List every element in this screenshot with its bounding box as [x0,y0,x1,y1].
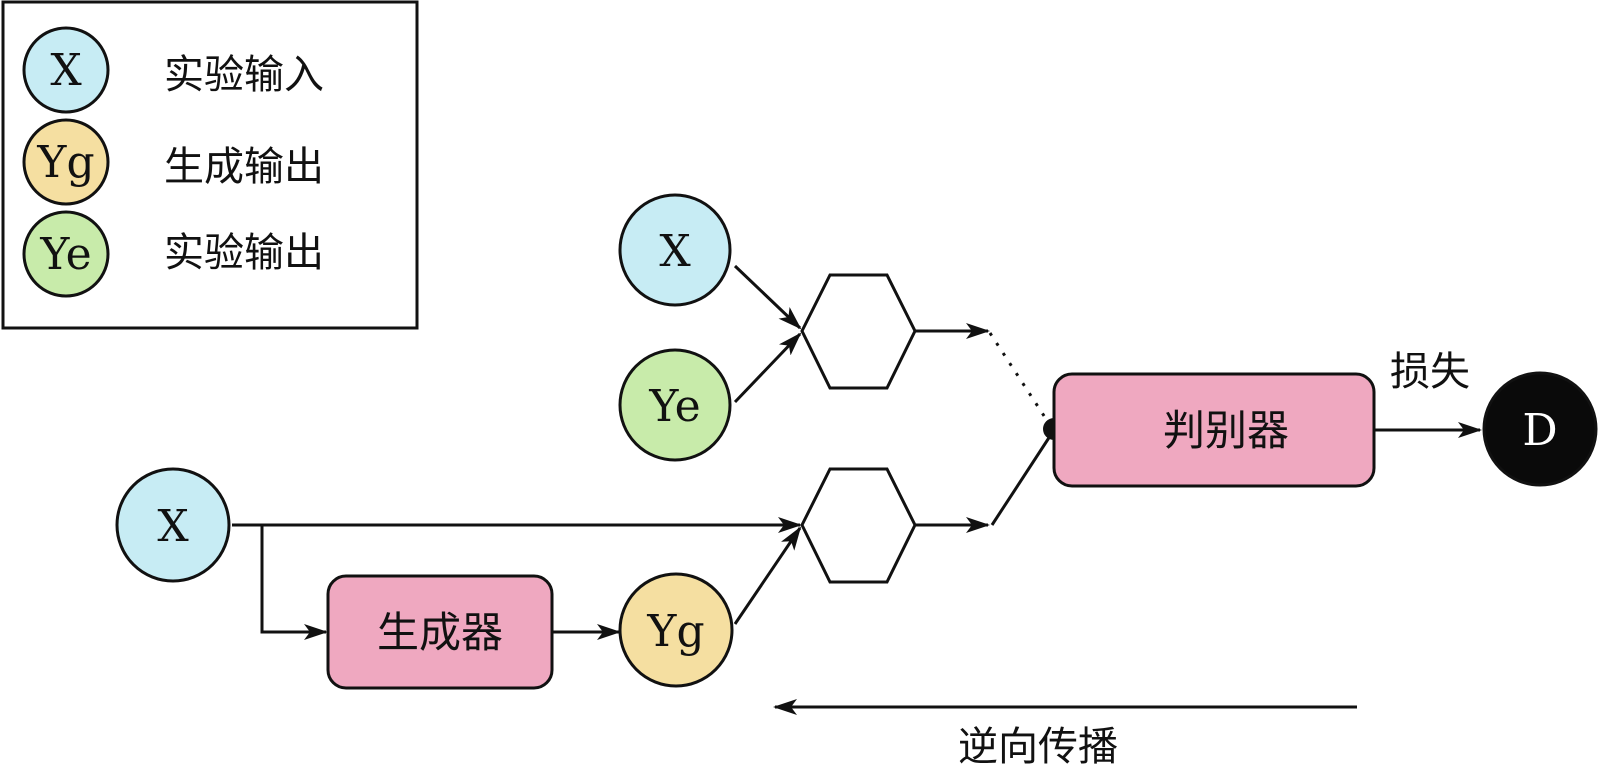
edge-x-to-generator [260,525,328,640]
x-main-label: X [157,501,189,552]
edge-switch-to-discriminator [990,429,1056,526]
input-swatch-circle [22,26,110,114]
upper-combiner-hexagon [800,273,917,390]
generated-swatch-circle [22,118,110,206]
backprop-label: 逆向传播 [958,724,1118,770]
legend-label-generated-output: 生成输出 [164,144,324,190]
ye-label: Ye [648,381,700,432]
d-output-circle [1482,371,1598,487]
experimental-swatch-circle [22,210,110,298]
discriminator-box [1052,372,1376,488]
node-d-output: D [1482,371,1598,487]
connectors [232,264,1482,715]
discriminator-label: 判别器 [1163,406,1289,455]
yg-circle [618,572,734,688]
loss-label: 损失 [1390,349,1470,395]
generator-label: 生成器 [377,608,503,657]
node-yg: Yg [618,572,734,688]
lower-combiner-hexagon [800,467,917,584]
edge-dotted-to-discriminator [988,332,1052,426]
legend-item-experimental: Ye 实验输出 [22,210,324,298]
yg-label: Yg [646,606,704,657]
legend-symbol-x: X [50,45,82,96]
legend-label-experimental-output: 实验输出 [164,230,324,276]
x-main-circle [115,467,231,583]
node-x-main: X [115,467,231,583]
generator-box [326,574,554,690]
discriminator-module: 判别器 [1052,372,1376,488]
node-ye: Ye [618,348,732,462]
generator-module: 生成器 [326,574,554,690]
node-x-top: X [618,193,732,307]
legend-symbol-ye: Ye [39,229,91,280]
legend-symbol-yg: Yg [36,137,94,188]
x-top-label: X [659,226,691,277]
edge-ye-to-upper-combiner [733,332,802,404]
d-output-label: D [1522,405,1557,456]
ye-circle [618,348,732,462]
edge-yg-to-lower-combiner [733,526,802,625]
legend-item-generated: Yg 生成输出 [22,118,324,206]
x-top-circle [618,193,732,307]
legend-item-input: X 实验输入 [22,26,324,114]
legend-label-experimental-input: 实验输入 [164,52,324,98]
legend: X 实验输入 Yg 生成输出 Ye 实验输出 [1,0,419,330]
edge-x-to-upper-combiner [733,264,802,330]
